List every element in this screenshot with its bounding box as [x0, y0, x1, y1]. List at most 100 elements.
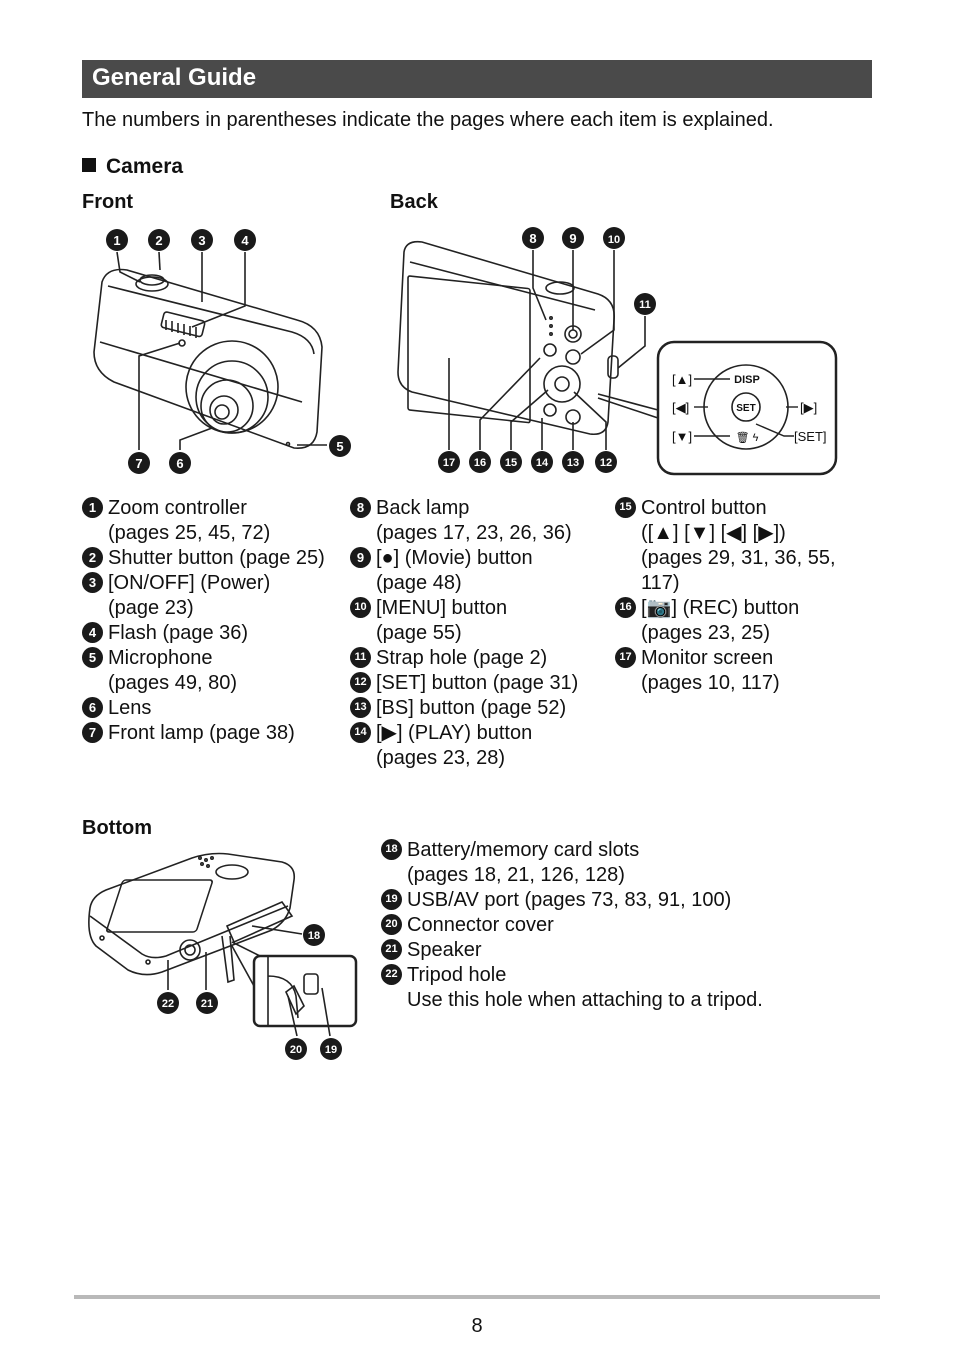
list-item-9: 9[●] (Movie) button(page 48) [350, 546, 612, 596]
svg-text:14: 14 [536, 457, 549, 469]
svg-text:11: 11 [639, 299, 651, 311]
legend-down: [▼] [672, 429, 692, 444]
callout-2: 2 [148, 229, 170, 251]
bottom-camera-illustration: 18 19 20 21 22 [88, 852, 358, 1060]
back-callouts: 8 9 10 11 12 13 14 15 16 17 [438, 227, 656, 473]
svg-text:2: 2 [155, 233, 162, 248]
callout-11: 11 [634, 293, 656, 315]
bottom-leader-lines [167, 925, 331, 1037]
svg-text:18: 18 [308, 930, 320, 942]
list-item-10: 10[MENU] button(page 55) [350, 596, 612, 646]
list-item-12: 12[SET] button (page 31) [350, 671, 612, 696]
callout-9: 9 [562, 227, 584, 249]
list-item-13: 13[BS] button (page 52) [350, 696, 612, 721]
svg-text:8: 8 [529, 231, 536, 246]
camera-heading-label: Camera [106, 155, 184, 178]
back-camera-illustration: SET DISP 🗑 ϟ [▲] [◀] [▼] [▶] [SET] 8 9 1… [397, 227, 838, 476]
front-leader-lines [116, 251, 327, 450]
callout-5: 5 [329, 435, 351, 457]
control-button-inset: SET DISP 🗑 ϟ [▲] [◀] [▼] [▶] [SET] [656, 340, 838, 476]
svg-text:22: 22 [162, 998, 174, 1010]
svg-text:5: 5 [336, 439, 343, 454]
square-bullet-icon [82, 158, 96, 172]
set-key-label: SET [736, 403, 755, 414]
intro-text: The numbers in parentheses indicate the … [82, 109, 774, 131]
callout-19: 19 [320, 1038, 342, 1060]
legend-up: [▲] [672, 372, 692, 387]
legend-right: [▶] [800, 400, 817, 415]
connector-inset [252, 954, 358, 1028]
back-camera-body [397, 240, 619, 436]
svg-text:7: 7 [135, 456, 142, 471]
legend-left: [◀] [672, 400, 689, 415]
bottom-callouts: 18 19 20 21 22 [157, 924, 342, 1060]
page-number: 8 [471, 1315, 483, 1337]
legend-set: [SET] [794, 429, 827, 444]
back-leader-lines [448, 250, 659, 450]
footer-rule [74, 1295, 880, 1299]
callout-15: 15 [500, 451, 522, 473]
callout-22: 22 [157, 992, 179, 1014]
list-item-14: 14[▶] (PLAY) button(pages 23, 28) [350, 721, 612, 771]
svg-text:19: 19 [325, 1044, 337, 1056]
svg-text:20: 20 [290, 1044, 302, 1056]
callout-20: 20 [285, 1038, 307, 1060]
front-label: Front [82, 191, 134, 213]
callout-13: 13 [562, 451, 584, 473]
svg-text:9: 9 [569, 231, 576, 246]
list-item-16: 16[📷] (REC) button(pages 23, 25) [615, 596, 875, 646]
callout-14: 14 [531, 451, 553, 473]
callout-8: 8 [522, 227, 544, 249]
svg-text:3: 3 [198, 233, 205, 248]
svg-text:6: 6 [176, 456, 183, 471]
callout-4: 4 [234, 229, 256, 251]
bottom-label: Bottom [82, 817, 152, 839]
trash-flash-label: 🗑 ϟ [736, 431, 759, 444]
callout-17: 17 [438, 451, 460, 473]
svg-text:12: 12 [600, 457, 612, 469]
disp-label: DISP [734, 374, 760, 386]
callout-18: 18 [303, 924, 325, 946]
section-title-bar: General Guide [82, 60, 872, 98]
svg-text:15: 15 [505, 457, 517, 469]
callout-6: 6 [169, 452, 191, 474]
front-camera-body [93, 268, 323, 449]
svg-text:17: 17 [443, 457, 455, 469]
camera-heading: Camera [82, 155, 183, 179]
page-title: General Guide [92, 64, 257, 91]
callout-10: 10 [603, 227, 625, 249]
callout-16: 16 [469, 451, 491, 473]
set-key [731, 392, 761, 422]
svg-text:1: 1 [113, 233, 120, 248]
callout-21: 21 [196, 992, 218, 1014]
list-item-3: 3[ON/OFF] (Power)(page 23) [82, 571, 347, 621]
svg-text:16: 16 [474, 457, 486, 469]
callout-1: 1 [106, 229, 128, 251]
bottom-camera-body [88, 852, 296, 984]
svg-text:4: 4 [241, 233, 249, 248]
svg-text:13: 13 [567, 457, 579, 469]
front-camera-illustration: 1 2 3 4 5 6 7 [93, 229, 351, 474]
svg-text:10: 10 [608, 234, 620, 246]
callout-3: 3 [191, 229, 213, 251]
callout-12: 12 [595, 451, 617, 473]
